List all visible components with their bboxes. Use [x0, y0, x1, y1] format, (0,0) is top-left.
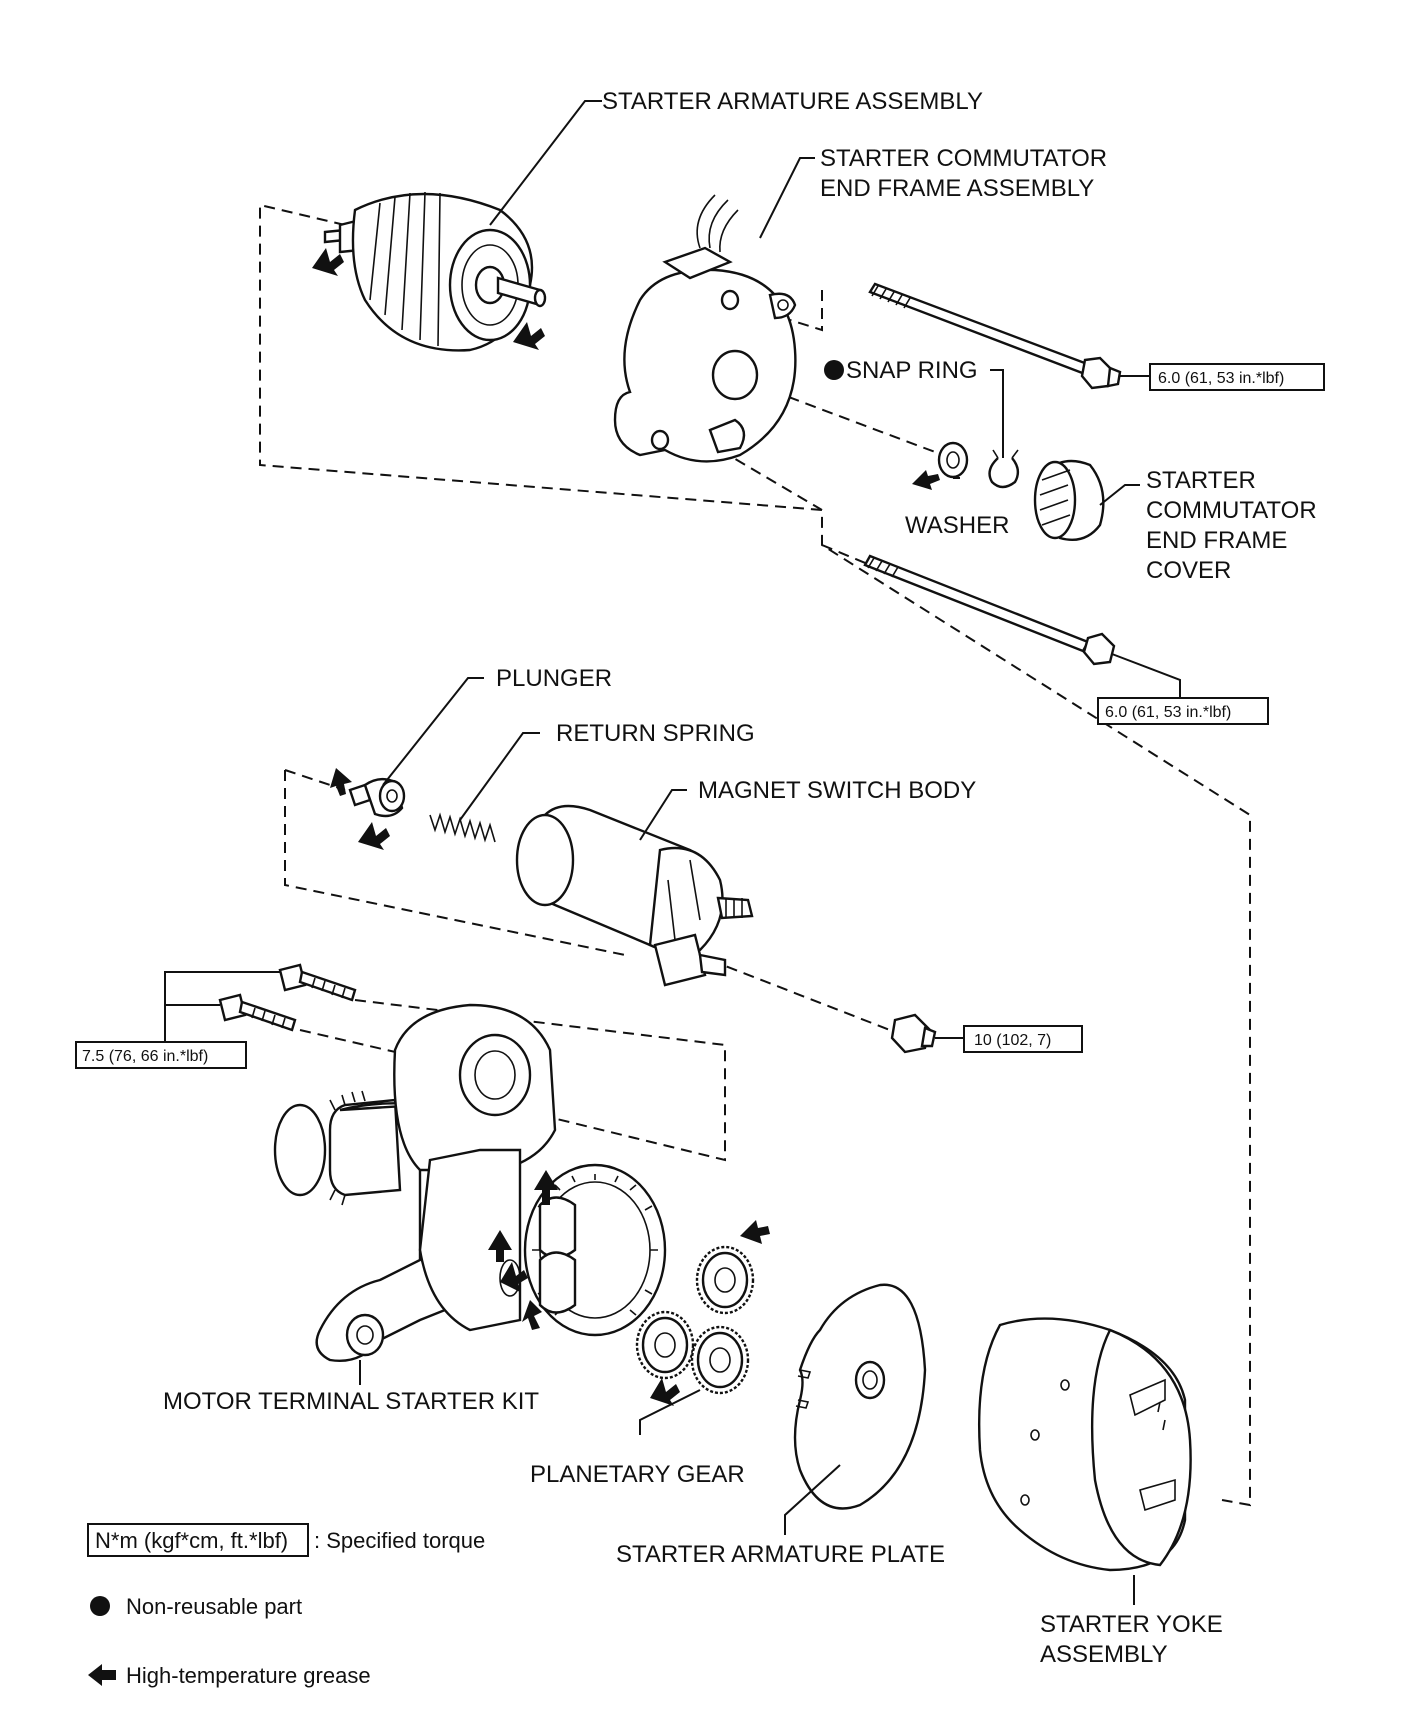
torque-box-kit-bolts: 7.5 (76, 66 in.*lbf): [75, 1041, 247, 1069]
label-commutator-frame-line2: END FRAME ASSEMBLY: [820, 175, 1094, 202]
grease-arrow-icon: [650, 1378, 680, 1406]
kit-bolt-lower: [218, 993, 297, 1032]
label-washer: WASHER: [905, 512, 1009, 539]
grease-arrow-icon: [534, 1170, 558, 1205]
planetary-gear-right: [690, 1325, 750, 1395]
label-yoke-line1: STARTER YOKE: [1040, 1611, 1223, 1638]
torque-box-magnet-switch: 10 (102, 7): [963, 1025, 1083, 1053]
label-frame-cover-line1: STARTER: [1146, 467, 1256, 494]
grease-arrow-icon: [488, 1230, 512, 1262]
label-yoke-line2: ASSEMBLY: [1040, 1641, 1168, 1668]
commutator-end-frame-assembly: [613, 194, 797, 463]
snap-ring: [988, 449, 1020, 489]
legend-torque-text: : Specified torque: [314, 1528, 485, 1553]
grease-arrow-icon: [500, 1262, 528, 1292]
grease-arrow-icon: [522, 1300, 542, 1330]
legend-non-reusable: Non-reusable part: [126, 1594, 302, 1619]
motor-terminal-starter-kit: [273, 1003, 667, 1362]
label-motor-terminal-starter-kit: MOTOR TERMINAL STARTER KIT: [163, 1388, 539, 1415]
grease-arrow-icon: [312, 248, 344, 276]
label-plunger: PLUNGER: [496, 665, 612, 692]
torque-value-kit-bolts: 7.5 (76, 66 in.*lbf): [82, 1048, 208, 1065]
legend: N*m (kgf*cm, ft.*lbf) : Specified torque…: [87, 1523, 485, 1688]
grease-arrow-icon: [88, 1664, 116, 1686]
label-frame-cover-line2: COMMUTATOR: [1146, 497, 1317, 524]
grease-arrow-icon: [330, 768, 352, 796]
label-commutator-frame-line1: STARTER COMMUTATOR: [820, 145, 1107, 172]
label-return-spring: RETURN SPRING: [556, 720, 755, 747]
label-snap-ring: SNAP RING: [846, 357, 978, 384]
label-frame-cover-line3: END FRAME: [1146, 527, 1287, 554]
starter-armature-plate: [793, 1283, 927, 1510]
label-starter-armature-plate: STARTER ARMATURE PLATE: [616, 1541, 945, 1568]
torque-value-upper: 6.0 (61, 53 in.*lbf): [1158, 370, 1284, 387]
grease-arrow-icon: [740, 1220, 770, 1244]
label-magnet-switch-body: MAGNET SWITCH BODY: [698, 777, 976, 804]
torque-box-upper: 6.0 (61, 53 in.*lbf): [1149, 363, 1325, 391]
non-reusable-dot-icon: [824, 360, 844, 380]
legend-grease: High-temperature grease: [126, 1663, 371, 1688]
magnet-switch-body: [515, 804, 754, 987]
planetary-gear-left: [635, 1310, 695, 1380]
torque-value-magnet-switch: 10 (102, 7): [974, 1032, 1051, 1049]
leader-lines: [164, 100, 1181, 1605]
legend-torque-box: [87, 1523, 309, 1557]
return-spring: [429, 812, 496, 843]
commutator-end-frame-cover: [1033, 459, 1105, 542]
grease-arrow-icon: [513, 322, 545, 350]
grease-arrow-icon: [912, 470, 940, 490]
washer: [937, 441, 969, 479]
grease-arrow-icon: [358, 822, 390, 850]
kit-bolt-upper: [278, 963, 357, 1002]
label-starter-armature-assembly: STARTER ARMATURE ASSEMBLY: [602, 88, 983, 115]
non-reusable-dot-icon: [90, 1596, 110, 1616]
through-bolt-upper: [868, 282, 1122, 390]
label-planetary-gear: PLANETARY GEAR: [530, 1461, 745, 1488]
legend-torque-box-text: N*m (kgf*cm, ft.*lbf): [95, 1528, 288, 1553]
torque-value-lower: 6.0 (61, 53 in.*lbf): [1105, 704, 1231, 721]
through-bolt-lower: [863, 554, 1116, 666]
nut: [890, 1013, 937, 1054]
planetary-gear-top: [695, 1245, 755, 1315]
torque-box-lower: 6.0 (61, 53 in.*lbf): [1097, 697, 1269, 725]
plunger: [348, 777, 406, 818]
label-frame-cover-line4: COVER: [1146, 557, 1231, 584]
starter-yoke-assembly: [977, 1317, 1192, 1572]
starter-armature-assembly: [323, 191, 547, 352]
